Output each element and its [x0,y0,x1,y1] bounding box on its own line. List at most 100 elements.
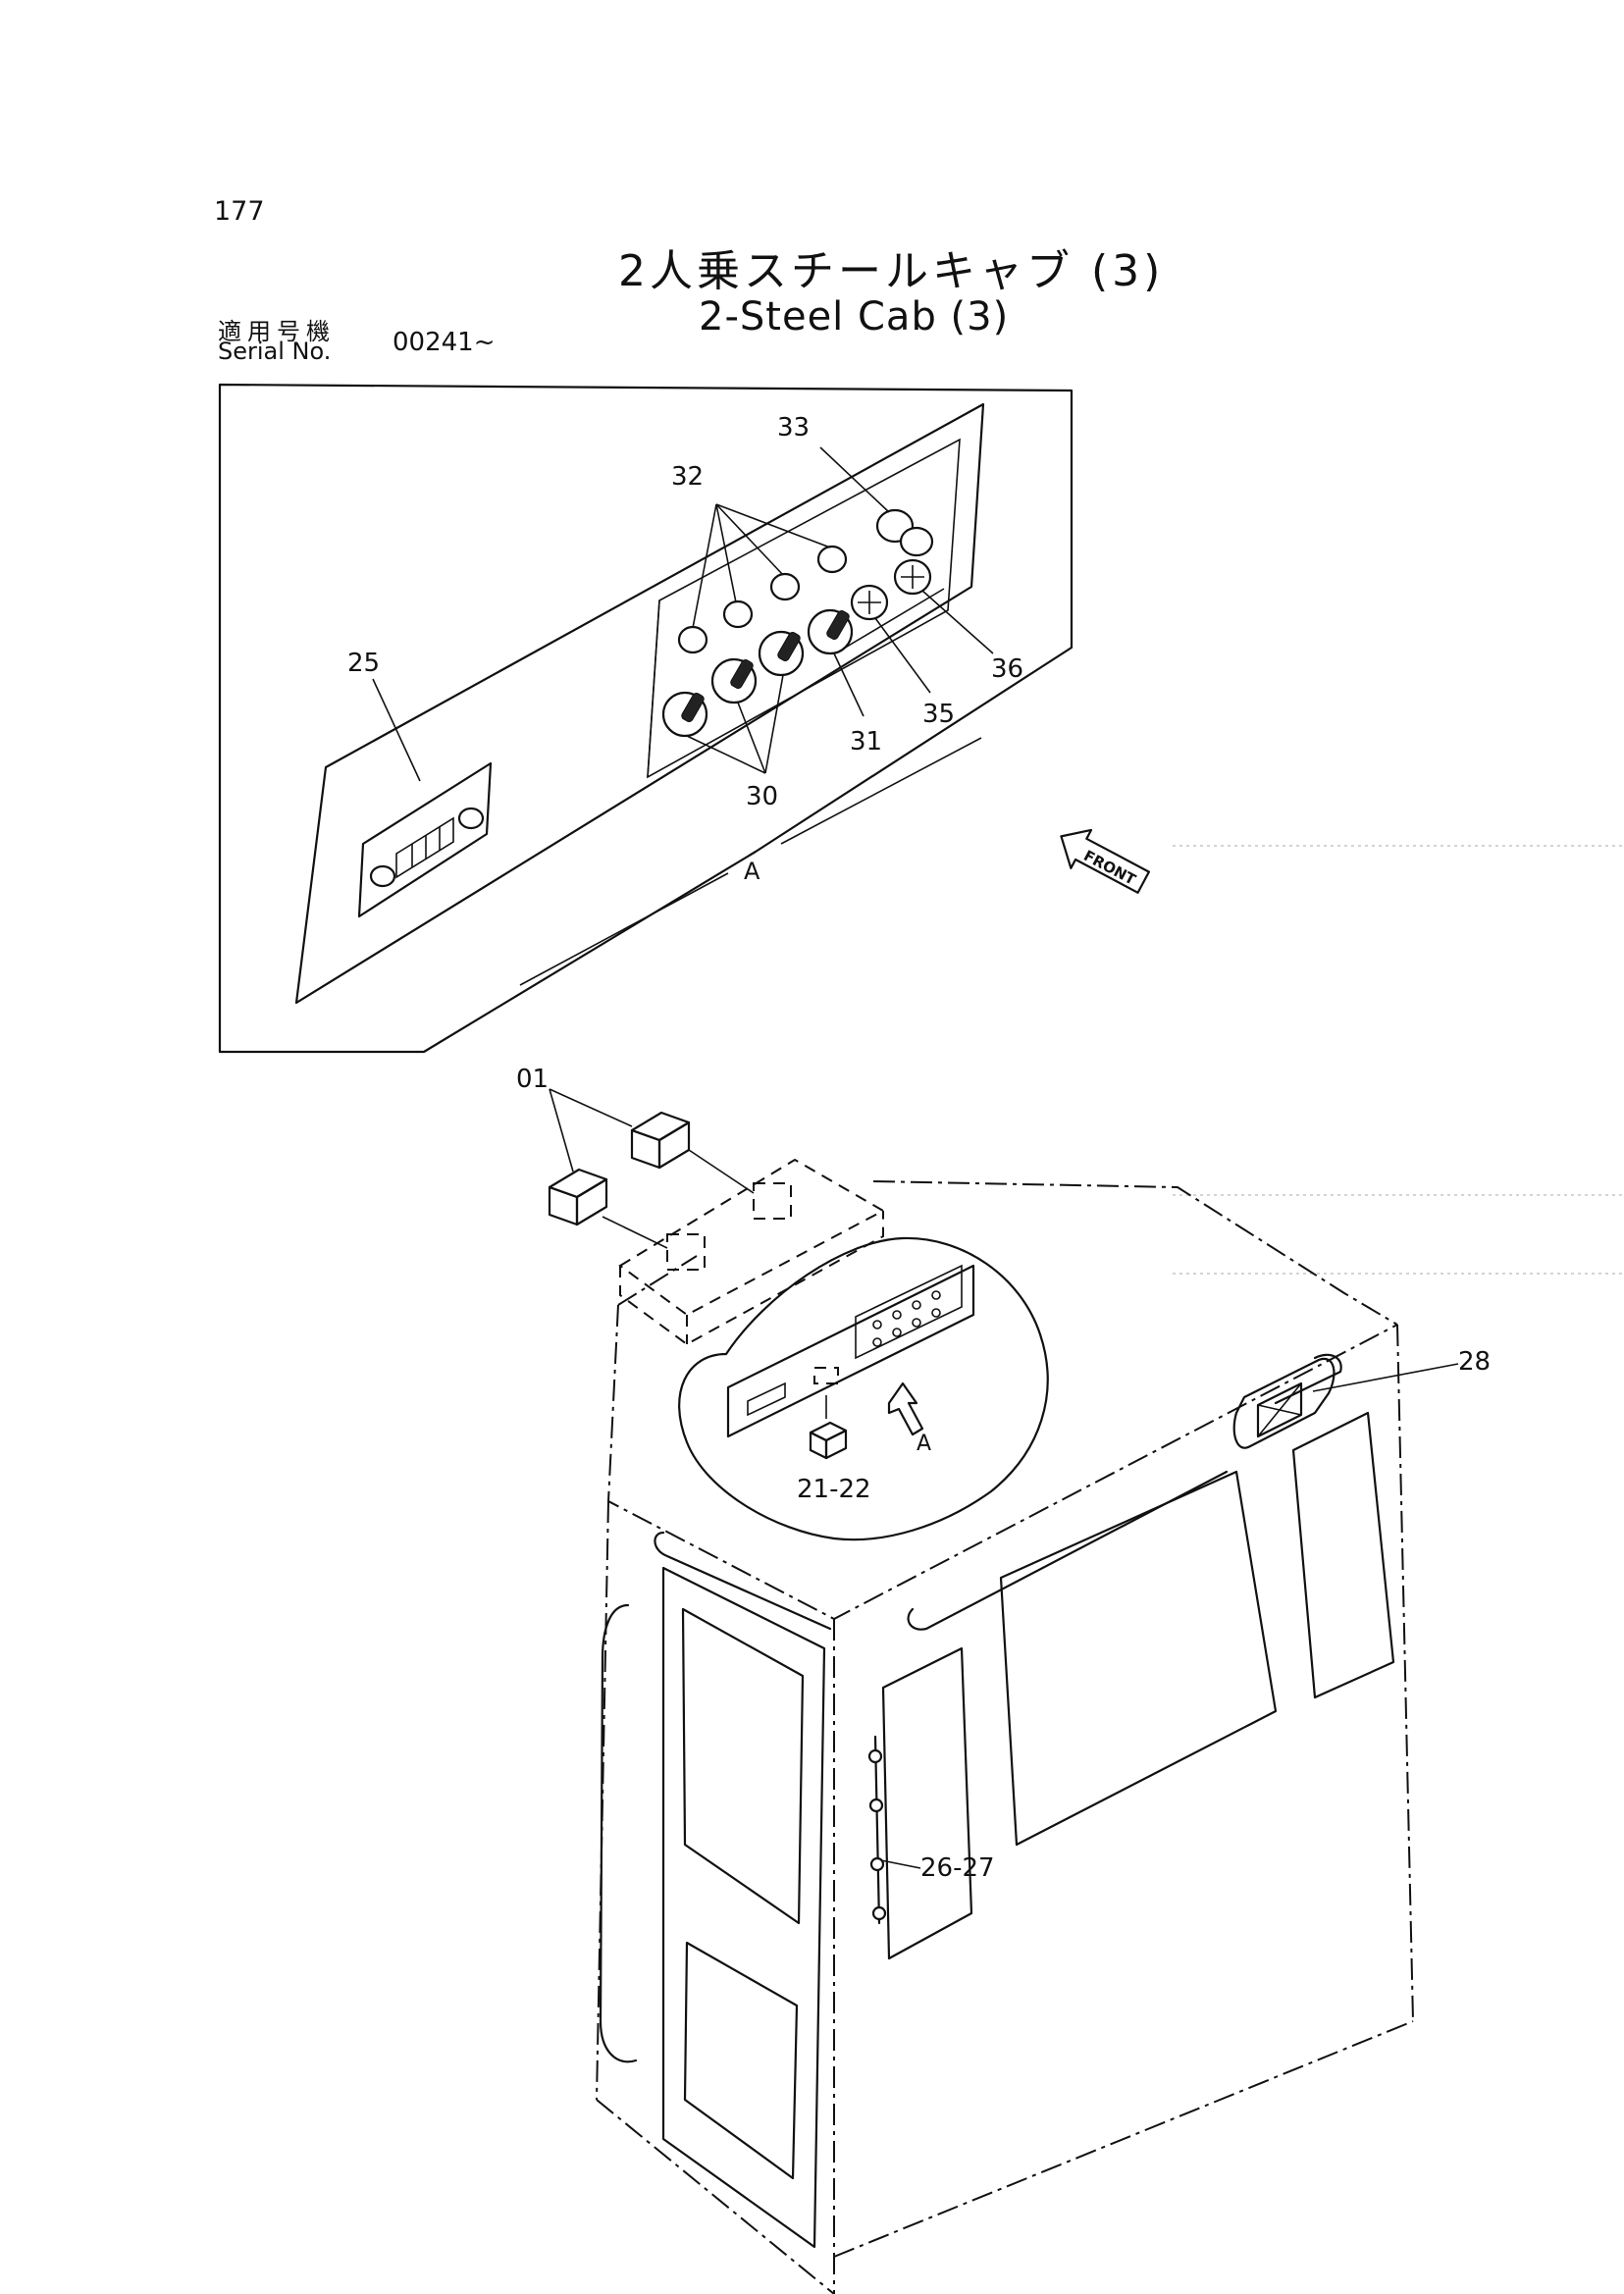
small-knob [722,600,754,629]
wiper-rod-26-27 [873,1735,881,1925]
assembly-line [602,1216,668,1249]
door-grab-handle [599,1603,638,2063]
cab-door [661,1566,826,2249]
callout-01: 01 [516,1065,549,1094]
leader-32 [715,503,784,576]
small-knob [769,572,801,601]
cab-bottom-edge [596,2099,835,2294]
front-direction-marker: FRONT [1060,828,1150,894]
leader-33 [819,446,890,513]
wiper-clip [868,1798,884,1813]
wiper-clip [867,1748,883,1764]
leader-25 [372,678,421,782]
relay-side [824,1429,848,1460]
inner-console-panel [726,1264,975,1438]
small-knob [677,625,708,654]
door-window-upper [681,1607,805,1925]
relay-21-22 [809,1421,848,1460]
speaker-slot [753,1182,792,1220]
steel-cab-main-view: 01 21-22 A 28 [516,1065,1491,2294]
roof-handrail-rear [1274,1353,1342,1405]
cab-roof-edge [617,1255,698,1306]
switch-plate-edge [841,588,945,651]
relay-slot [813,1367,839,1384]
callout-31: 31 [850,727,882,756]
relay-front [809,1431,828,1460]
callout-25: 25 [347,649,380,678]
assembly-line [688,1149,755,1194]
serial-number-value: 00241~ [393,328,496,357]
console-panel-outline [294,402,985,1005]
display-window [747,1382,786,1417]
view-a-arrow [887,1382,924,1436]
leader-32 [715,503,831,548]
switch-plate-edge-left [647,600,660,778]
door-window-lower [683,1941,799,2180]
work-light-lens [1257,1382,1302,1437]
roof-console-side [619,1211,884,1346]
detail-view-label: A [744,858,760,885]
detail-view-frame [218,383,1074,1054]
speaker-front [630,1128,661,1170]
serial-label-japanese: 適用号機 [218,318,336,345]
leader-35 [874,617,931,694]
leader-32 [692,503,717,629]
controller-knob-right [457,807,485,830]
small-knobs-32 [677,545,848,654]
relay-top [809,1421,848,1442]
roof-console-top [618,1158,886,1317]
switch-knob-grip [730,658,754,690]
wiper-clip [871,1905,887,1921]
side-window-main [999,1470,1278,1847]
speaker-side [575,1177,608,1226]
serial-label-english: Serial No. [218,338,332,365]
page-number: 177 [214,196,265,227]
view-a-arrow-label: A [917,1432,931,1456]
leader-32 [715,503,737,603]
leader-01 [549,1088,574,1173]
small-knob [816,545,848,574]
leader-30 [737,702,766,774]
callout-36: 36 [991,654,1023,684]
roof-handrail-right [907,1470,1229,1631]
callout-26-27: 26-27 [920,1853,995,1883]
speaker-boxes-01 [548,1111,691,1226]
callout-30: 30 [746,782,778,811]
leader-28 [1312,1363,1459,1392]
leader-30 [764,674,784,774]
leader-01 [549,1088,633,1127]
page-title-english: 2-Steel Cab (3) [699,294,1010,339]
section-line [780,737,982,845]
wiper-clip [869,1856,885,1872]
callout-33: 33 [777,413,810,443]
cab-edge-right [1396,1324,1414,2022]
leader-26-27 [880,1859,921,1869]
callout-32: 32 [671,462,704,492]
controller-knob-left [369,864,396,888]
switch-knob-31 [807,608,854,655]
switch-knob-grip [777,631,801,662]
speaker-side [657,1121,691,1170]
cab-bottom-edge-right [833,2020,1414,2258]
roof-handrail-left [654,1531,832,1631]
leader-30 [686,735,766,774]
leader-31 [833,652,864,717]
callout-28: 28 [1458,1347,1491,1377]
side-window-front [881,1646,973,1960]
heater-controller-display [395,816,454,879]
side-window-rear [1291,1411,1395,1699]
heater-controller-25 [357,761,493,918]
switch-block [855,1264,963,1360]
front-arrow-icon [1060,828,1150,894]
callout-21-22: 21-22 [797,1475,871,1504]
page-title-japanese: 2人乗スチールキャブ (3) [618,246,1165,296]
speaker-slot [666,1233,706,1271]
detail-view-a-panel: A 32 33 25 30 31 35 36 [218,383,1074,1054]
switch-knob-grip [681,692,705,723]
cab-roof-edge [872,1180,1398,1326]
switch-dots [872,1290,941,1347]
callout-35: 35 [922,700,955,729]
knob-33-base [899,526,934,557]
switch-knobs-30 [661,630,805,738]
